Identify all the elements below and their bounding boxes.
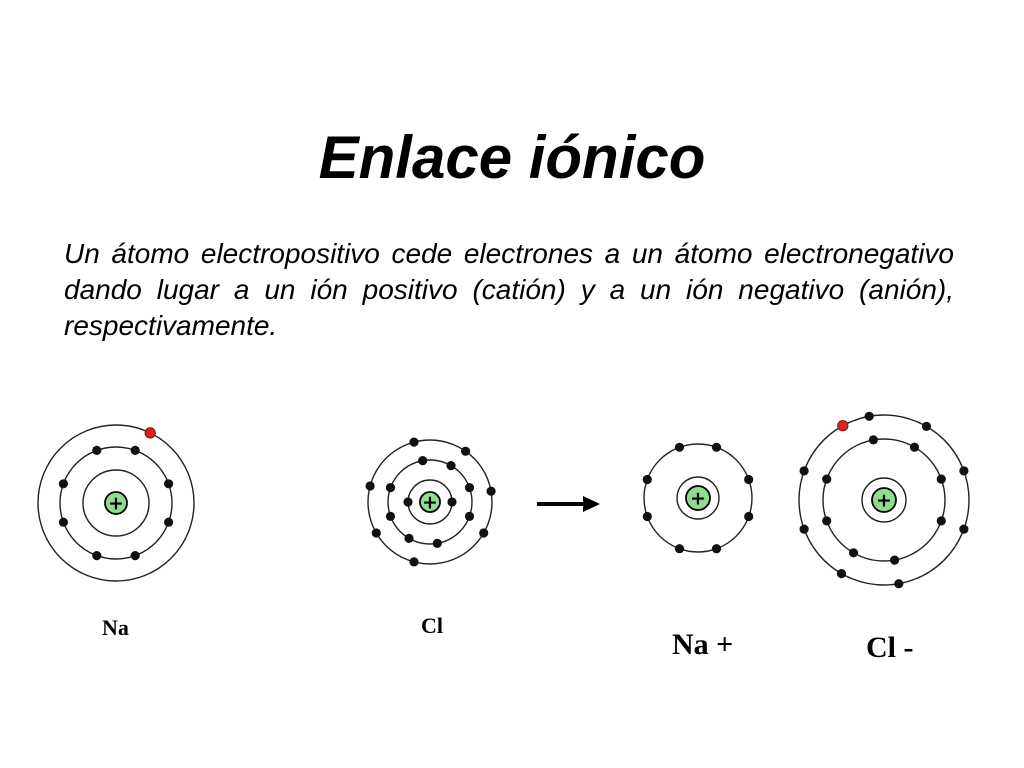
electron — [409, 437, 419, 447]
shell-2 — [643, 443, 753, 553]
nucleus-charge-symbol: + — [422, 492, 438, 514]
electron — [674, 442, 685, 452]
shell-1 — [861, 477, 907, 523]
electron — [464, 483, 475, 493]
nucleus — [871, 487, 897, 513]
electron — [909, 442, 920, 452]
transferred-electron — [837, 420, 849, 432]
atom-label-na: Na — [102, 615, 129, 640]
shell-3 — [367, 439, 493, 565]
shell-1 — [82, 469, 150, 537]
electron — [799, 466, 809, 476]
electron — [58, 479, 68, 489]
electron — [744, 511, 754, 522]
nucleus-charge-symbol: + — [690, 488, 706, 510]
shell-1 — [676, 476, 720, 520]
electron — [864, 411, 874, 421]
electron — [461, 446, 471, 456]
electron — [92, 445, 102, 455]
electron — [486, 486, 496, 496]
electron — [58, 517, 68, 527]
electron — [418, 456, 428, 466]
electron — [936, 516, 946, 526]
electron — [385, 483, 396, 493]
electron — [959, 466, 969, 476]
slide-body-text: Un átomo electropositivo cede electrones… — [64, 238, 954, 341]
shell-3 — [798, 414, 970, 586]
electron — [848, 548, 859, 558]
electron — [446, 461, 456, 471]
electron — [371, 528, 381, 538]
nucleus — [419, 491, 441, 513]
nucleus — [685, 485, 711, 511]
atom-cl: + — [365, 437, 496, 567]
atom-na-ion: + — [642, 442, 754, 554]
electron — [164, 479, 174, 489]
slide-title: Enlace iónico — [318, 124, 706, 191]
electron — [868, 435, 879, 445]
electron — [130, 551, 140, 561]
ion-label-na-plus: Na + — [672, 628, 734, 661]
electron — [822, 516, 832, 526]
electron — [130, 445, 140, 455]
electron — [799, 524, 809, 534]
shell-2 — [59, 446, 173, 560]
electron — [921, 421, 932, 431]
electron — [409, 557, 419, 567]
electron — [403, 497, 413, 507]
electron — [447, 497, 457, 507]
electron — [890, 555, 900, 565]
atom-na: + — [37, 424, 195, 582]
shell-2 — [822, 438, 946, 562]
atom-label-cl: Cl — [421, 613, 443, 638]
arrow-head — [583, 496, 600, 512]
electron — [936, 474, 946, 484]
nucleus-charge-symbol: + — [108, 493, 124, 515]
electron — [365, 481, 375, 491]
electron — [642, 511, 652, 522]
ion-label-cl-minus: Cl - — [866, 631, 914, 664]
electron — [404, 533, 414, 544]
electron — [432, 538, 442, 549]
electron — [836, 569, 847, 579]
electron — [464, 511, 475, 521]
electron — [642, 474, 652, 485]
right-arrow-icon — [537, 496, 600, 512]
electron — [164, 517, 174, 527]
electron — [959, 524, 969, 534]
electron — [744, 474, 754, 485]
nucleus — [104, 491, 128, 515]
nucleus-charge-symbol: + — [876, 490, 892, 512]
electron — [92, 551, 102, 561]
transferred-electron — [144, 427, 156, 439]
electron — [822, 474, 832, 484]
shell-2 — [387, 459, 473, 545]
electron — [479, 528, 489, 538]
shell-3 — [37, 424, 195, 582]
atom-cl-ion: + — [798, 411, 970, 589]
electron — [711, 544, 722, 554]
electron — [894, 579, 904, 589]
electron — [385, 511, 396, 521]
electron — [711, 442, 722, 452]
electron — [674, 544, 685, 554]
